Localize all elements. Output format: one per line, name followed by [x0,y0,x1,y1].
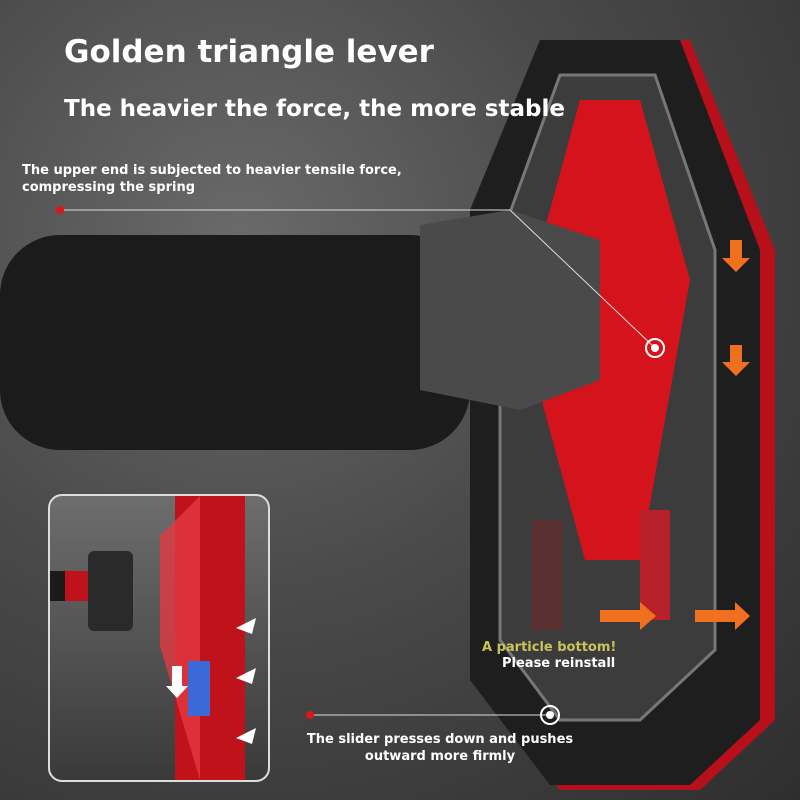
spring-right [640,510,670,620]
arrow-right-icon [600,602,656,630]
callout-line-upper-diag [509,209,656,349]
target-marker-icon [645,338,665,358]
target-marker-dot [546,711,554,719]
arrow-down-icon [722,240,750,272]
lower-callout-text: The slider presses down and pushes outwa… [306,732,574,764]
arrow-down-icon [722,345,750,376]
callout-dot [306,711,314,719]
foam-handle [0,235,470,450]
hex-nut [420,210,600,410]
spring-left [532,520,562,630]
subheadline: The heavier the force, the more stable [64,96,565,122]
arrow-right-icon [695,602,750,630]
headline: Golden triangle lever [64,34,434,70]
callout-dot [56,206,64,214]
detail-inset [48,494,270,782]
red-triangle-lever [520,100,690,560]
target-marker-dot [651,344,659,352]
upper-callout-text: The upper end is subjected to heavier te… [22,163,402,195]
arrow-icons [600,240,750,630]
warning-text: A particle bottom! [482,640,617,655]
target-marker-icon [540,705,560,725]
reinstall-text: Please reinstall [502,656,616,671]
inset-illustration [50,496,256,780]
